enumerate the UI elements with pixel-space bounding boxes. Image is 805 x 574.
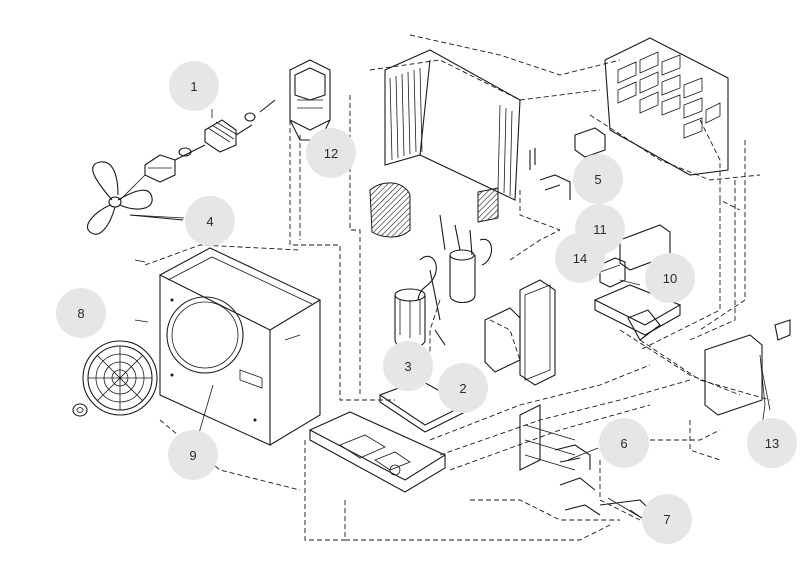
side-panel: [604, 37, 729, 176]
svg-text:6: 6: [620, 436, 627, 451]
svg-text:2: 2: [459, 381, 466, 396]
svg-text:11: 11: [593, 222, 607, 237]
callout-4: 4: [185, 196, 235, 246]
leader-lines: [129, 109, 771, 521]
callout-5: 5: [573, 154, 623, 204]
service-panels: [484, 279, 576, 471]
callout-3: 3: [383, 341, 433, 391]
assembly-guide-lines: [144, 34, 771, 541]
svg-text:1: 1: [190, 79, 197, 94]
svg-text:5: 5: [594, 172, 601, 187]
callout-7: 7: [642, 494, 692, 544]
callout-10: 10: [645, 253, 695, 303]
svg-text:12: 12: [324, 146, 338, 161]
callout-6: 6: [599, 418, 649, 468]
fan-propeller: [87, 161, 184, 235]
svg-text:8: 8: [77, 306, 84, 321]
base-pan: [308, 411, 447, 493]
svg-text:4: 4: [206, 214, 213, 229]
callout-12: 12: [306, 128, 356, 178]
callout-13: 13: [747, 418, 797, 468]
callout-1: 1: [169, 61, 219, 111]
callout-9: 9: [168, 430, 218, 480]
callout-8: 8: [56, 288, 106, 338]
hatched-shields: [369, 182, 499, 238]
fan-motor-assembly: [144, 99, 276, 183]
valves-fittings: [529, 127, 791, 516]
condenser-coil: [384, 49, 521, 201]
svg-text:14: 14: [573, 251, 587, 266]
outdoor-cabinet: [134, 247, 322, 446]
callouts: 1 2 3 4 5 6 7 8: [56, 61, 797, 544]
svg-text:13: 13: [765, 436, 779, 451]
motor-bracket: [289, 59, 331, 141]
svg-text:7: 7: [663, 512, 670, 527]
front-grille: [72, 340, 158, 417]
callout-2: 2: [438, 363, 488, 413]
svg-text:3: 3: [404, 359, 411, 374]
svg-text:10: 10: [663, 271, 677, 286]
callout-14: 14: [555, 233, 605, 283]
svg-text:9: 9: [189, 448, 196, 463]
